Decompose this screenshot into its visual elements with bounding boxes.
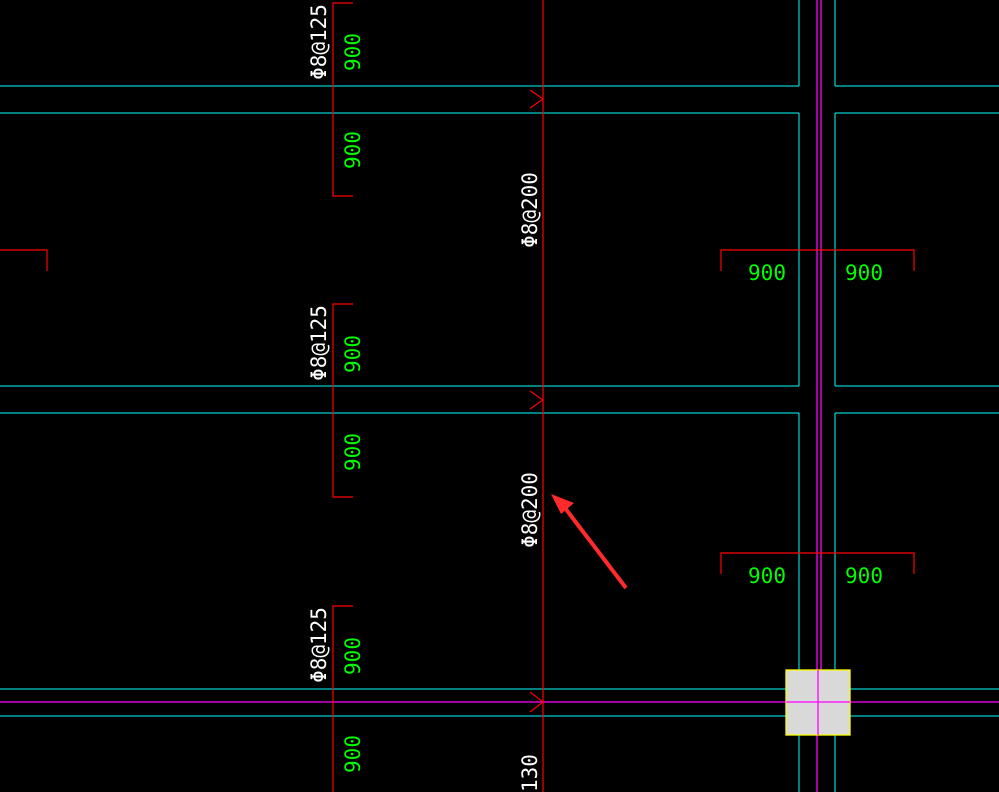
dimension-labels: 900 900 900 900 900 900 900 900 900 900 [341, 33, 883, 773]
rebar-bracket [720, 249, 915, 271]
dimension-label: 900 [341, 433, 365, 471]
red-pointer-arrow-icon [551, 494, 628, 590]
dimension-label: 900 [341, 33, 365, 71]
dimension-label: 900 [341, 131, 365, 169]
rebar-labels: Φ8@125 Φ8@125 Φ8@125 Φ8@200 Φ8@200 130 [307, 4, 542, 792]
dimension-label: 900 [845, 564, 883, 588]
rebar-bracket [332, 2, 353, 197]
rebar-bracket [720, 552, 915, 574]
dimension-label: 900 [845, 261, 883, 285]
rebar-label-center: Φ8@200 [518, 172, 542, 248]
rebar-bracket [0, 249, 48, 271]
rebar-bracket [332, 303, 353, 498]
rebar-label-center: Φ8@200 [518, 472, 542, 548]
rebar-label-left: Φ8@125 [307, 305, 331, 381]
rebar-label-left: Φ8@125 [307, 607, 331, 683]
rebar-hook [529, 691, 544, 713]
rebar-hook [529, 89, 545, 109]
dimension-label: 900 [748, 261, 786, 285]
dimension-label: 900 [341, 735, 365, 773]
dimension-label: 900 [341, 637, 365, 675]
rebar-bracket [332, 605, 353, 792]
rebar-lines [0, 0, 915, 792]
rebar-label-partial: 130 [518, 754, 542, 792]
dimension-label: 900 [341, 335, 365, 373]
column-cross [786, 670, 850, 735]
rebar-label-left: Φ8@125 [307, 4, 331, 80]
rebar-hook [529, 390, 545, 410]
dimension-label: 900 [748, 564, 786, 588]
